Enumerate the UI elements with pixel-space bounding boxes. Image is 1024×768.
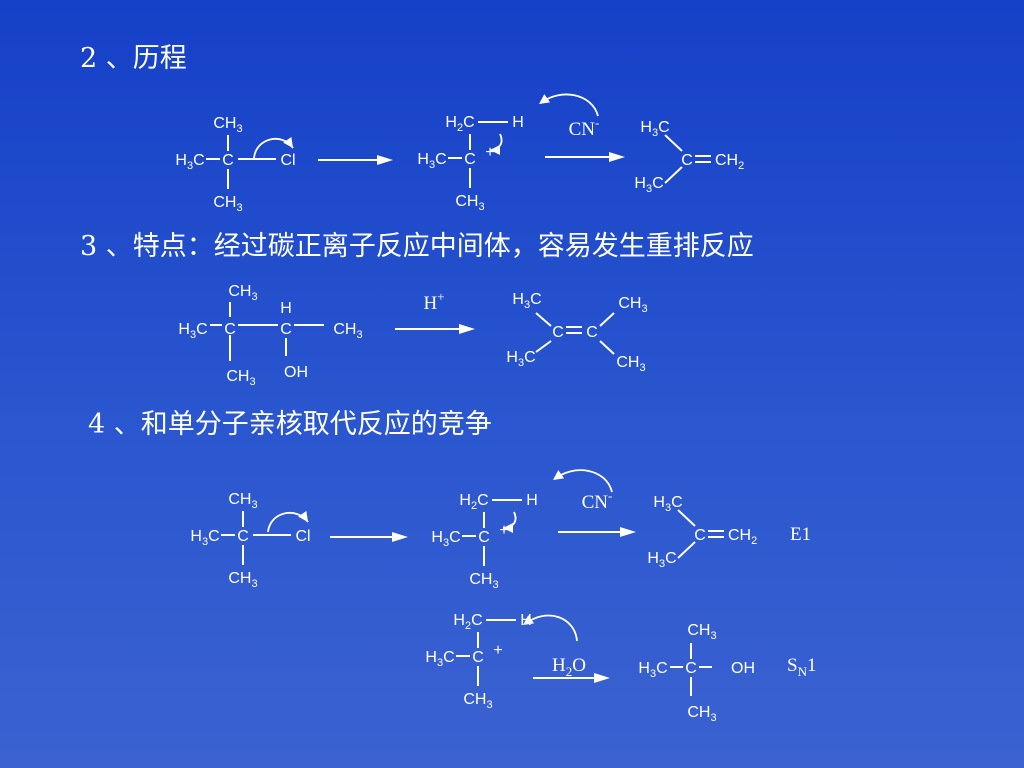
s4-arrow-3-head <box>594 673 610 683</box>
s3-quaternary-carbon: C <box>224 321 236 338</box>
bond-line <box>664 134 683 152</box>
s4-hydride-curve-head <box>503 523 513 533</box>
s4-product-methyl-bottom: CH3 <box>687 704 716 724</box>
s4-sn1-carbocation-positive-charge: + <box>493 642 502 659</box>
s2-arrow-1-head <box>377 155 393 165</box>
s3-methyl-upper-right: CH3 <box>618 295 647 315</box>
s4-substrate-leaving-group: Cl <box>295 528 310 545</box>
s2-hydride-curve-head <box>490 145 500 155</box>
s4-arrow-2-head <box>620 527 636 537</box>
s4-alkene-methyl-lower: H3C <box>647 550 676 570</box>
s2-alkene-alkene-carbon: C <box>681 152 693 169</box>
s3-acid-reagent: H+ <box>423 289 444 314</box>
s2-cyanide-reagent: CN- <box>569 115 600 140</box>
heading-features: 3 、特点：经过碳正离子反应中间体，容易发生重排反应 <box>80 231 754 262</box>
s4-ionization-curve-head <box>298 510 308 522</box>
sn1-pathway-label: SN1 <box>787 655 816 679</box>
s2-carbocation-methyl-bottom: CH3 <box>455 193 484 213</box>
bond-line <box>535 312 552 327</box>
s2-substrate-methyl-left: H3C <box>175 152 204 172</box>
bond-line <box>535 340 552 353</box>
s4-carbocation-methyl-bottom: CH3 <box>469 571 498 591</box>
s3-methyl-right: CH3 <box>333 321 362 341</box>
s2-carbocation-methyl-left: H3C <box>417 151 446 171</box>
s3-alkene-carbon-right: C <box>586 324 598 341</box>
s4-product-methyl-top: CH3 <box>687 622 716 642</box>
s4-carbocation-cationic-carbon: C <box>478 529 490 546</box>
heading-mechanism: 2 、历程 <box>80 43 187 74</box>
s2-carbocation-cationic-carbon: C <box>464 151 476 168</box>
s4-product-methyl-left: H3C <box>638 660 667 680</box>
s4-carbocation-methyl-left: H3C <box>431 529 460 549</box>
s3-methyl-lower-left: H3C <box>506 349 535 369</box>
s2-alkene-methyl-lower: H3C <box>634 175 663 195</box>
s2-base-curve <box>540 93 599 117</box>
s4-substrate-methyl-left: H3C <box>190 528 219 548</box>
s4-water-reagent: H2O <box>552 655 586 679</box>
s2-substrate-leaving-group: Cl <box>280 152 295 169</box>
s3-hydrogen: H <box>280 300 292 317</box>
heading-competition: 4 、和单分子亲核取代反应的竞争 <box>88 409 492 440</box>
s3-methyl-upper-left: H3C <box>512 291 541 311</box>
bond-line <box>677 541 696 559</box>
s4-carbocation-beta-hydrogen: H <box>526 492 538 509</box>
bond-line <box>664 166 683 184</box>
s3-methyl-left: H3C <box>178 321 207 341</box>
s3-methyl-bottom: CH3 <box>226 368 255 388</box>
s4-carbocation-methylene: H2C <box>459 492 488 512</box>
s4-water-curve <box>524 614 578 642</box>
s3-alkene-carbon-left: C <box>552 324 564 341</box>
s4-sn1-carbocation-methyl-bottom: CH3 <box>463 691 492 711</box>
s3-hydroxyl-group: OH <box>284 364 308 381</box>
s4-substrate-methyl-bottom: CH3 <box>228 570 257 590</box>
s4-product-hydroxyl: OH <box>731 660 755 677</box>
s4-arrow-1-head <box>392 532 408 542</box>
s4-sn1-carbocation-cationic-carbon: C <box>472 649 484 666</box>
s4-sn1-carbocation-methyl-left: H3C <box>425 649 454 669</box>
s3-methyl-top: CH3 <box>228 283 257 303</box>
s3-arrow-head <box>459 324 475 334</box>
s2-alkene-methylene-group: CH2 <box>715 152 744 172</box>
s3-methyl-lower-right: CH3 <box>616 354 645 374</box>
bond-line <box>599 312 615 327</box>
s2-arrow-2-head <box>609 152 625 162</box>
s4-base-curve <box>554 469 613 493</box>
s2-alkene-methyl-upper: H3C <box>640 119 669 139</box>
s4-base-curve-head <box>553 470 565 480</box>
s4-substrate-central-carbon: C <box>237 528 249 545</box>
s4-substrate-methyl-top: CH3 <box>228 491 257 511</box>
bond-line <box>599 340 615 355</box>
s4-alkene-alkene-carbon: C <box>694 527 706 544</box>
s2-base-curve-head <box>539 94 551 104</box>
s3-carbinol-carbon: C <box>280 321 292 338</box>
s4-cyanide-reagent: CN- <box>582 488 613 513</box>
s4-water-curve-head <box>523 615 535 625</box>
s4-alkene-methyl-upper: H3C <box>653 494 682 514</box>
s2-ionization-curve-head <box>283 136 293 148</box>
s2-substrate-methyl-bottom: CH3 <box>213 194 242 214</box>
s4-carbocation-positive-charge: + <box>499 522 508 539</box>
e1-pathway-label: E1 <box>790 524 811 545</box>
s2-carbocation-beta-hydrogen: H <box>512 114 524 131</box>
bond-line <box>677 509 696 527</box>
s4-alkene-methylene-group: CH2 <box>728 527 757 547</box>
s4-sn1-carbocation-methylene: H2C <box>453 612 482 632</box>
s4-product-carbon: C <box>685 660 697 677</box>
s2-substrate-methyl-top: CH3 <box>213 115 242 135</box>
s2-substrate-central-carbon: C <box>222 152 234 169</box>
s2-carbocation-positive-charge: + <box>485 144 494 161</box>
s2-carbocation-methylene: H2C <box>445 114 474 134</box>
